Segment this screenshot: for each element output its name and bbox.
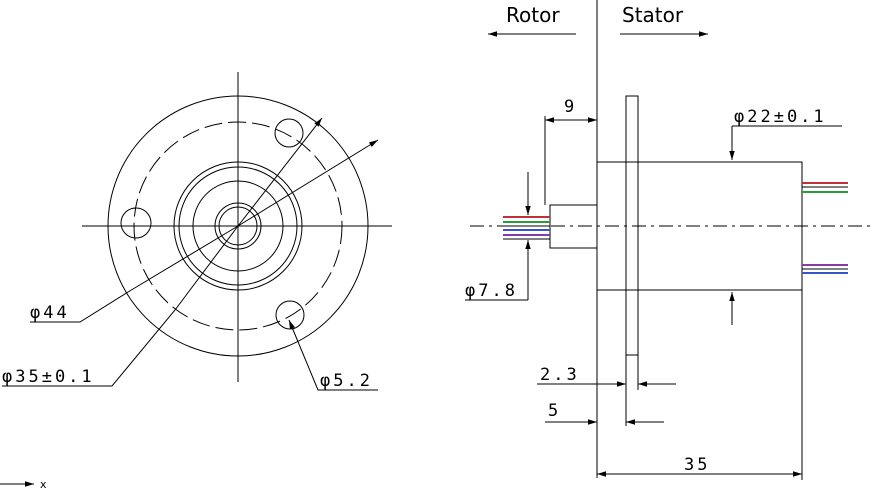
- x-axis-label: x: [40, 478, 47, 489]
- dim-2-3-text: 2.3: [540, 365, 580, 385]
- leader-d5-2: [288, 319, 378, 391]
- dim-9-text: 9: [564, 97, 577, 117]
- leader-d44: [30, 225, 239, 323]
- mount-hole-2: [120, 207, 152, 239]
- front-view: φ44 φ35±0.1 φ5.2: [2, 72, 392, 391]
- rotor-label: Rotor: [506, 3, 560, 27]
- dim-d5-2-text: φ5.2: [320, 371, 373, 391]
- body-circle-inner: [178, 166, 298, 286]
- dim-5-text: 5: [548, 401, 561, 421]
- axis-indicator: x: [0, 478, 47, 489]
- bolt-circle: [133, 121, 343, 331]
- shaft-circle-outer: [214, 202, 262, 250]
- body-circle-outer: [173, 161, 303, 291]
- dim-35-text: 35: [684, 455, 710, 475]
- stator-label: Stator: [622, 3, 684, 27]
- dim-d7-8-text: φ7.8: [465, 281, 518, 301]
- dim-d35-text: φ35±0.1: [2, 367, 95, 387]
- dim-d22-text: φ22±0.1: [734, 107, 827, 127]
- mount-hole-3: [275, 300, 305, 330]
- shaft-housing-circle: [192, 180, 284, 272]
- mount-hole-1: [274, 118, 304, 148]
- leader-d35-upper: [237, 139, 379, 227]
- side-view: Rotor Stator 9 φ7.8: [465, 0, 870, 480]
- shaft-circle-inner: [218, 206, 258, 246]
- flange-outer-circle: [107, 95, 369, 357]
- dim-d44-text: φ44: [30, 303, 70, 323]
- leader-d44-upper: [237, 117, 323, 227]
- leader-d35: [2, 225, 239, 387]
